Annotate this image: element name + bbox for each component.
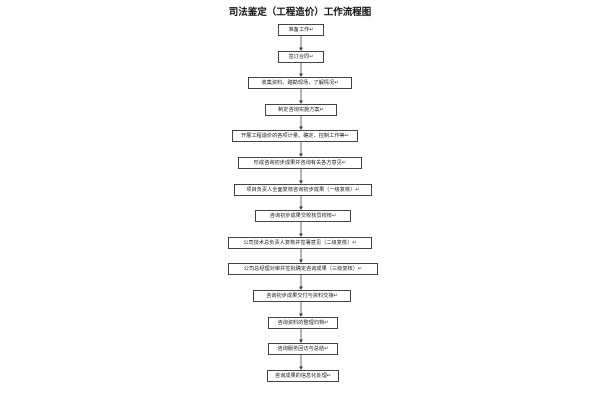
step-third-review: 公司总经理对审并签批确定咨询成果（三级复核）↵	[228, 263, 378, 275]
arrow-head	[299, 339, 303, 343]
arrow-head	[299, 100, 303, 104]
arrow-head	[299, 73, 303, 77]
arrow-head	[299, 233, 303, 237]
step-cost-work: 开展工程造价的各项计量、确定、控制工作等↵	[232, 130, 358, 142]
step-follow-up: 咨询服务回访与总结↵	[268, 343, 338, 355]
arrow-head	[299, 126, 303, 130]
step-collect-materials: 收集资料、踏勘现场，了解情况↵	[248, 77, 352, 89]
arrow-head	[299, 47, 303, 51]
step-preliminary-results: 形成咨询初步成果并咨询有关各方意见↵	[238, 157, 362, 169]
step-sign-contract: 签订合同↵	[278, 51, 324, 63]
step-first-review: 项目负责人全面复核咨询初步成果（一级复核）↵	[234, 184, 372, 196]
step-prepare: 准备工作↵	[278, 24, 324, 36]
arrow-head	[299, 259, 303, 263]
step-implementation-plan: 制定咨询实施方案↵	[265, 104, 337, 116]
arrow-head	[299, 180, 303, 184]
step-archiving: 咨询资料的整理归档↵	[268, 317, 338, 329]
diagram-title: 司法鉴定（工程造价）工作流程图	[228, 7, 372, 18]
arrow-head	[299, 286, 303, 290]
step-checker-review: 咨询初步成果交校核员校核↵	[255, 210, 351, 222]
step-second-review: 公司技术总负责人复核并签署意见（二级复核）↵	[228, 237, 372, 249]
step-informatization: 咨询成果的信息化处理↵	[267, 370, 339, 382]
arrow-head	[299, 153, 303, 157]
arrow-head	[299, 206, 303, 210]
step-delivery-handover: 咨询初步成果交付与资料交接↵	[253, 290, 351, 302]
arrow-head	[299, 366, 303, 370]
arrow-head	[299, 313, 303, 317]
